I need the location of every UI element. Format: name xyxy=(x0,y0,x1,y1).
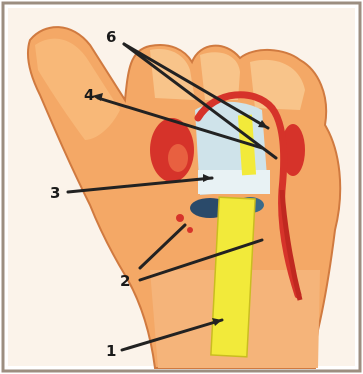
thenar-muscle-glow xyxy=(168,144,188,172)
label-6: 6 xyxy=(106,28,116,46)
label-1: 1 xyxy=(106,342,116,360)
median-nerve-tendon xyxy=(211,197,255,357)
label-2: 2 xyxy=(120,272,130,290)
label-3: 3 xyxy=(50,184,60,202)
label-4: 4 xyxy=(84,86,94,104)
carpal-tunnel-floor xyxy=(198,170,270,194)
red-dot xyxy=(176,214,184,222)
red-dot-2 xyxy=(187,227,193,233)
